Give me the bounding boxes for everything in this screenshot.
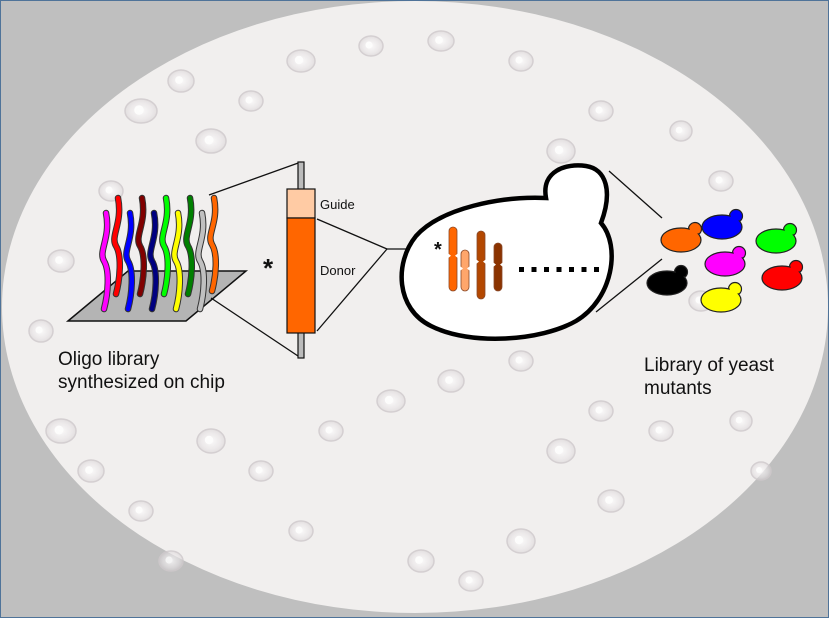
chromosome-asterisk: * [434,239,442,261]
oligo-strand [136,195,146,297]
zoom-line-mutants-bottom [595,258,663,313]
yeast-mutant [700,281,743,313]
centromere-notch [493,262,496,267]
centromere-notch [476,259,479,264]
cell-nucleus [595,106,603,114]
cell-nucleus [384,395,394,405]
guide-label: Guide [320,197,355,212]
yeast-mutant [701,208,744,240]
donor-label: Donor [320,263,356,278]
convergence-line-bottom [316,248,388,332]
cell-nucleus [554,145,564,155]
cell-nucleus [515,356,523,364]
centromere-notch [455,253,458,258]
cell-nucleus [134,105,144,115]
oligo-strand [208,195,218,294]
yeast-library-label-line1: Library of yeast [644,355,774,376]
oligo-strand [148,210,158,312]
zoom-line-bottom [210,297,302,359]
cell-nucleus [756,467,762,473]
chromosomes [448,226,503,300]
centromere-notch [467,266,470,271]
cell-nucleus [735,416,743,424]
chromosome [493,242,503,292]
cell-nucleus [515,56,523,64]
dot [531,267,537,272]
oligo-strand [160,195,170,297]
donor-segment [286,217,316,334]
yeast-mutant [660,221,703,253]
cell-nucleus [554,445,564,455]
dot [544,267,549,272]
cell-nucleus [295,526,303,534]
cell-nucleus [105,186,113,194]
yeast-mutant [761,259,804,291]
centromere-notch [483,259,486,264]
cell-nucleus [54,425,64,435]
cell-nucleus [35,326,43,334]
cell-nucleus [365,41,373,49]
cell-nucleus [135,506,143,514]
centromere-notch [448,253,451,258]
dot [519,267,524,272]
chip-label-line2: synthesized on chip [58,372,225,393]
cell-nucleus [514,535,524,545]
oligo-strand [172,210,182,312]
yeast-mutant [704,245,747,277]
cell-nucleus [325,426,333,434]
guide-segment [286,188,316,219]
yeast-library-label-line2: mutants [644,378,712,399]
yeast-mutant [755,222,798,254]
zoom-line-mutants-top [608,170,663,219]
dot [556,267,562,272]
oligo-strand [124,210,134,312]
cell-nucleus [445,376,453,384]
cell-nucleus [175,76,183,84]
centromere-notch [500,262,503,267]
cell-nucleus [55,256,63,264]
oligo-strand [100,210,110,312]
yeast-mutant [646,264,689,296]
cell-nucleus [655,426,663,434]
cell-nucleus [204,135,214,145]
cell-nucleus [294,55,304,65]
dot [569,267,574,272]
cell-nucleus [605,496,613,504]
cell-nucleus [165,556,173,564]
cell-nucleus [435,36,443,44]
chromosome [460,249,470,292]
background-yeast-cells [28,30,772,592]
chromosome [476,230,486,300]
yeast-mutants [646,208,804,313]
cell-nucleus [85,466,93,474]
centromere-notch [460,266,463,271]
oligo-strand [112,195,122,297]
chip-label-line1: Oligo library [58,349,160,370]
oligo-strand [196,210,206,312]
cell-nucleus [595,406,603,414]
dot [581,267,587,272]
oligo-strands [99,194,219,313]
dot [594,267,599,272]
zoom-line-top [208,161,302,196]
dotted-continuation [519,267,599,272]
oligo-strand [184,195,194,297]
cell-nucleus [255,466,263,474]
cell-nucleus [465,576,473,584]
mutation-asterisk: * [263,253,274,283]
cell-nucleus [715,176,723,184]
cell-nucleus [415,556,423,564]
yeast-cell-outline [399,163,614,341]
cell-nucleus [675,126,683,134]
chromosome [448,226,458,292]
cell-nucleus [204,435,214,445]
cell-nucleus [245,96,253,104]
convergence-line-top [316,218,388,250]
